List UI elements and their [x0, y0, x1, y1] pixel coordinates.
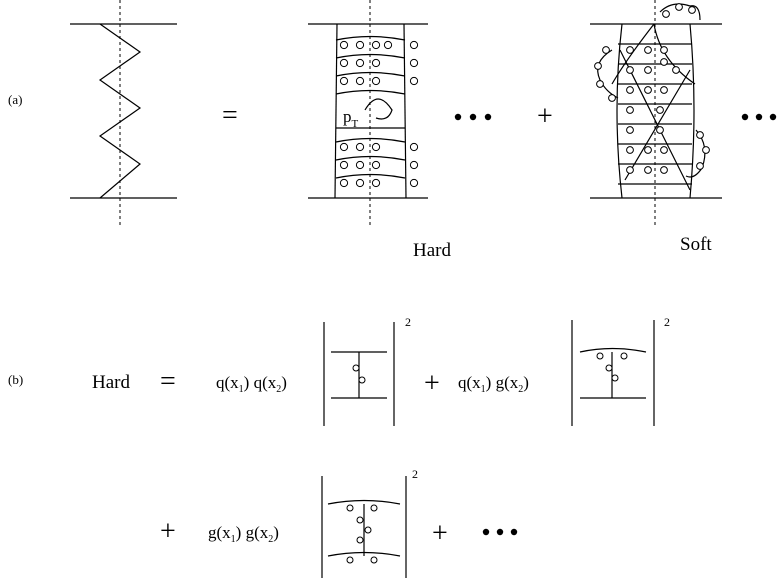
soft-ladder	[590, 0, 722, 226]
equals-sign-b: =	[160, 366, 176, 397]
exponent-1: 2	[405, 315, 411, 329]
ellipsis-dots-1	[454, 113, 492, 121]
plus-sign-a: +	[537, 101, 553, 132]
term2-abs-squared	[571, 320, 655, 426]
term3-abs-squared	[321, 476, 407, 578]
hard-label: Hard	[413, 240, 451, 261]
plus-b1: +	[424, 368, 440, 399]
panel-a-label: (a)	[8, 92, 22, 107]
term3-pdfs: g(x1) g(x2)	[208, 523, 279, 545]
term2-pdfs: q(x1) g(x2)	[458, 373, 529, 395]
ellipsis-dots-3	[482, 528, 518, 536]
exponent-2: 2	[664, 315, 670, 329]
hard-ladder	[308, 0, 428, 226]
equals-sign: =	[222, 100, 238, 131]
plus-b3: +	[432, 518, 448, 549]
term1-pdfs: q(x1) q(x2)	[216, 373, 287, 395]
term1-abs-squared	[323, 322, 395, 426]
soft-label: Soft	[680, 234, 712, 255]
ellipsis-dots-2	[741, 113, 777, 121]
exponent-3: 2	[412, 467, 418, 481]
plus-b2: +	[160, 516, 176, 547]
panel-b-label: (b)	[8, 372, 23, 387]
pt-label: pT	[343, 107, 359, 130]
pomeron-zigzag	[70, 0, 177, 226]
hard-term: Hard	[92, 372, 130, 393]
